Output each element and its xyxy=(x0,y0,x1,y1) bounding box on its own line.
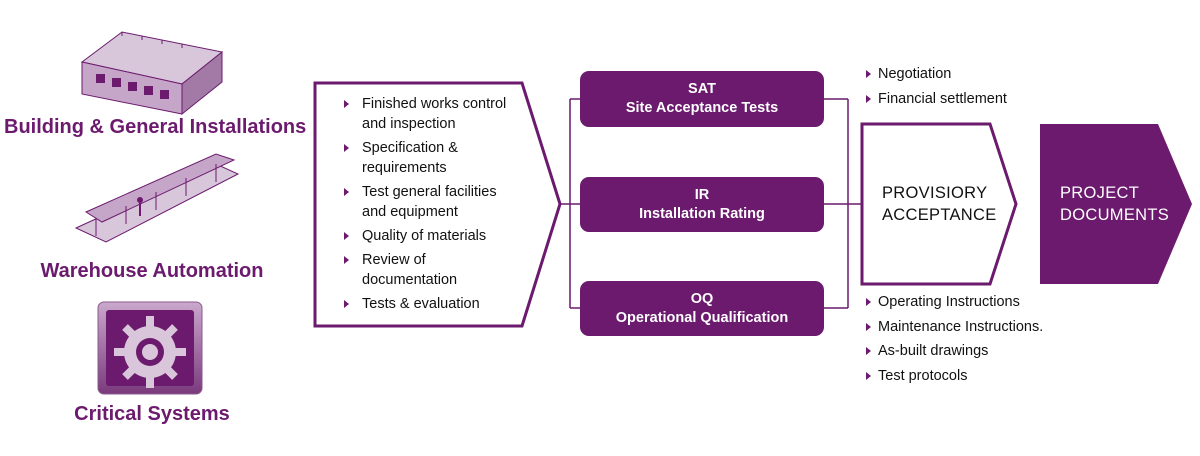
top-notes-list: Negotiation Financial settlement xyxy=(864,62,1007,111)
triangle-bullet-icon xyxy=(344,300,349,308)
left-connector xyxy=(560,98,580,309)
checklist-chevron xyxy=(313,81,562,328)
triangle-bullet-icon xyxy=(344,188,349,196)
project-documents-chevron xyxy=(1040,124,1192,284)
provisional-acceptance-chevron xyxy=(860,122,1018,286)
checklist-item: Quality of materials xyxy=(316,226,536,246)
right-connector xyxy=(824,98,862,309)
test-ir: IR Installation Rating xyxy=(580,177,824,232)
triangle-bullet-icon xyxy=(866,94,871,103)
project-documents-label: PROJECT DOCUMENTS xyxy=(1060,184,1170,224)
provisional-acceptance-label: PROVISIORY ACCEPTANCE xyxy=(882,184,997,224)
triangle-bullet-icon xyxy=(344,232,349,240)
bottom-notes-list: Operating Instructions Maintenance Instr… xyxy=(864,290,1043,388)
note-item: Financial settlement xyxy=(864,87,1007,112)
test-code: IR xyxy=(694,186,710,203)
triangle-bullet-icon xyxy=(866,371,871,380)
gear-icon xyxy=(97,301,203,395)
test-code: SAT xyxy=(688,81,716,97)
category-warehouse-label: Warehouse Automation xyxy=(40,260,264,282)
test-sat: SAT Site Acceptance Tests xyxy=(580,71,824,127)
note-item: Test protocols xyxy=(864,364,1043,389)
triangle-bullet-icon xyxy=(866,322,871,331)
triangle-bullet-icon xyxy=(866,298,871,306)
note-item: As-built drawings xyxy=(864,339,1043,364)
category-building-label: Building & General Installations xyxy=(4,116,307,138)
test-oq: OQ Operational Qualification xyxy=(580,281,824,336)
triangle-bullet-icon xyxy=(866,347,871,355)
note-item: Negotiation xyxy=(864,62,1007,87)
category-critical-label: Critical Systems xyxy=(74,403,230,425)
test-name: Site Acceptance Tests xyxy=(625,100,779,116)
test-code: OQ xyxy=(690,290,714,307)
triangle-bullet-icon xyxy=(344,256,349,264)
triangle-bullet-icon xyxy=(866,70,871,78)
conveyor-automation-icon xyxy=(74,153,240,243)
note-item: Operating Instructions xyxy=(864,290,1043,315)
checklist-item: Tests & evaluation xyxy=(316,294,536,314)
checklist-item: Specification &requirements xyxy=(316,138,536,178)
triangle-bullet-icon xyxy=(344,100,349,108)
test-name: Installation Rating xyxy=(639,205,765,222)
note-item: Maintenance Instructions. xyxy=(864,315,1043,340)
triangle-bullet-icon xyxy=(344,144,349,152)
test-name: Operational Qualification xyxy=(615,309,789,326)
warehouse-building-icon xyxy=(80,31,224,116)
